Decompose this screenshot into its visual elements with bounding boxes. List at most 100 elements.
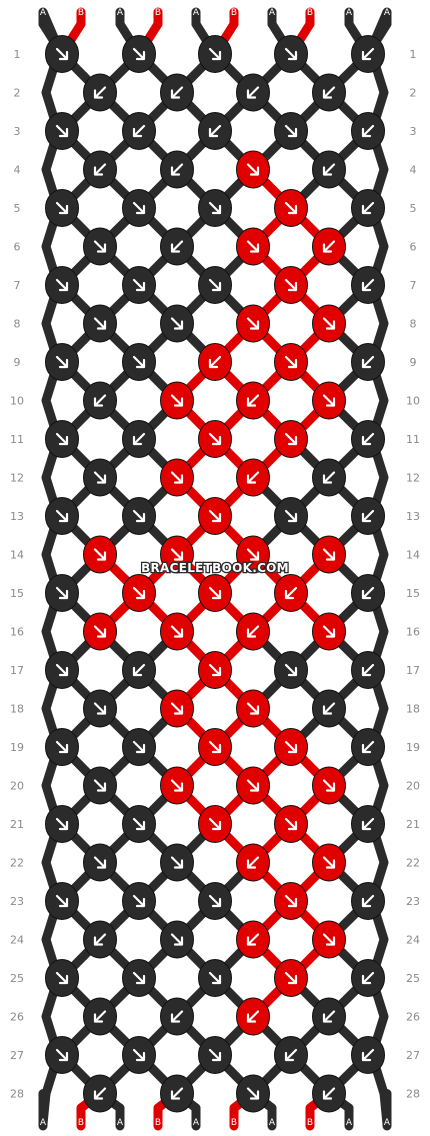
row-number-right: 2 — [410, 87, 417, 100]
knot — [351, 112, 385, 150]
arrow-down-right-icon — [208, 509, 222, 523]
arrow-down-right-icon — [55, 971, 69, 985]
knot — [198, 189, 232, 227]
row-number-left: 13 — [10, 510, 24, 523]
knot — [236, 304, 270, 343]
knot — [83, 150, 117, 189]
arrow-down-right-icon — [322, 548, 336, 561]
arrow-down-right-icon — [55, 201, 69, 215]
knot — [312, 458, 346, 497]
knot — [122, 112, 156, 150]
knot — [198, 1036, 232, 1074]
arrow-down-right-icon — [132, 894, 146, 908]
arrow-down-right-icon — [246, 702, 260, 715]
knot — [160, 997, 194, 1036]
row-number-right: 27 — [406, 1049, 420, 1062]
row-number-left: 16 — [10, 626, 24, 639]
row-number-right: 13 — [406, 510, 420, 523]
arrow-down-left-icon — [322, 702, 336, 715]
arrow-down-left-icon — [246, 86, 260, 99]
knot — [45, 651, 79, 689]
arrow-down-right-icon — [284, 124, 298, 138]
row-number-left: 9 — [14, 356, 21, 369]
arrow-down-right-icon — [170, 548, 184, 561]
row-number-right: 22 — [406, 857, 420, 870]
row-number-left: 25 — [10, 972, 24, 985]
arrow-down-right-icon — [93, 779, 107, 792]
row-number-left: 26 — [10, 1011, 24, 1024]
knot — [274, 343, 308, 381]
arrow-down-right-icon — [55, 894, 69, 908]
row-number-right: 20 — [406, 780, 420, 793]
row-number-right: 14 — [406, 549, 420, 562]
arrow-down-left-icon — [246, 933, 260, 946]
knot — [274, 420, 308, 458]
arrow-down-left-icon — [208, 124, 222, 138]
arrow-down-right-icon — [208, 47, 222, 61]
row-number-left: 23 — [10, 895, 24, 908]
arrow-down-left-icon — [361, 740, 375, 754]
knot — [351, 882, 385, 920]
knot — [83, 766, 117, 805]
arrow-down-left-icon — [322, 471, 336, 484]
row-number-right: 9 — [410, 356, 417, 369]
row-number-right: 4 — [410, 164, 417, 177]
arrow-down-left-icon — [284, 586, 298, 600]
row-number-left: 21 — [10, 818, 24, 831]
arrow-down-left-icon — [361, 124, 375, 138]
arrow-down-right-icon — [55, 740, 69, 754]
arrow-down-left-icon — [361, 355, 375, 369]
arrow-down-right-icon — [322, 856, 336, 869]
row-number-right: 28 — [406, 1088, 420, 1101]
knot — [312, 227, 346, 266]
strand-label-bottom: A — [269, 1118, 276, 1128]
row-number-right: 1 — [410, 48, 417, 61]
knot — [312, 612, 346, 651]
knot — [236, 843, 270, 882]
knot — [45, 882, 79, 920]
knot — [236, 689, 270, 728]
strand-label-bottom: A — [384, 1118, 391, 1128]
knot — [83, 304, 117, 343]
row-number-right: 23 — [406, 895, 420, 908]
knot — [236, 997, 270, 1036]
knot — [160, 535, 194, 574]
knot — [274, 112, 308, 150]
knot — [274, 805, 308, 843]
strand-label-top: A — [269, 8, 276, 18]
strand-label-top: B — [155, 8, 161, 18]
knot — [351, 1036, 385, 1074]
knot — [160, 73, 194, 112]
knot — [122, 420, 156, 458]
knot — [122, 805, 156, 843]
knot — [351, 805, 385, 843]
arrow-down-left-icon — [93, 163, 107, 176]
arrow-down-right-icon — [55, 817, 69, 831]
arrow-down-right-icon — [246, 163, 260, 176]
arrow-down-right-icon — [170, 856, 184, 869]
knot — [351, 189, 385, 227]
knot — [198, 651, 232, 689]
arrow-down-right-icon — [208, 817, 222, 831]
knot — [274, 1036, 308, 1074]
knot — [236, 1074, 270, 1113]
row-number-right: 15 — [406, 587, 420, 600]
knot — [160, 458, 194, 497]
knot — [83, 1074, 117, 1113]
arrow-down-right-icon — [170, 702, 184, 715]
knot — [274, 189, 308, 227]
arrow-down-right-icon — [208, 278, 222, 292]
knot — [351, 35, 385, 73]
knot — [312, 1074, 346, 1113]
arrow-down-right-icon — [208, 740, 222, 754]
knot — [45, 574, 79, 612]
knot — [198, 959, 232, 997]
arrow-down-left-icon — [93, 933, 107, 946]
knot — [45, 420, 79, 458]
knot — [160, 766, 194, 805]
row-number-left: 1 — [14, 48, 21, 61]
arrow-down-right-icon — [322, 625, 336, 638]
arrow-down-left-icon — [361, 894, 375, 908]
row-number-right: 24 — [406, 934, 420, 947]
